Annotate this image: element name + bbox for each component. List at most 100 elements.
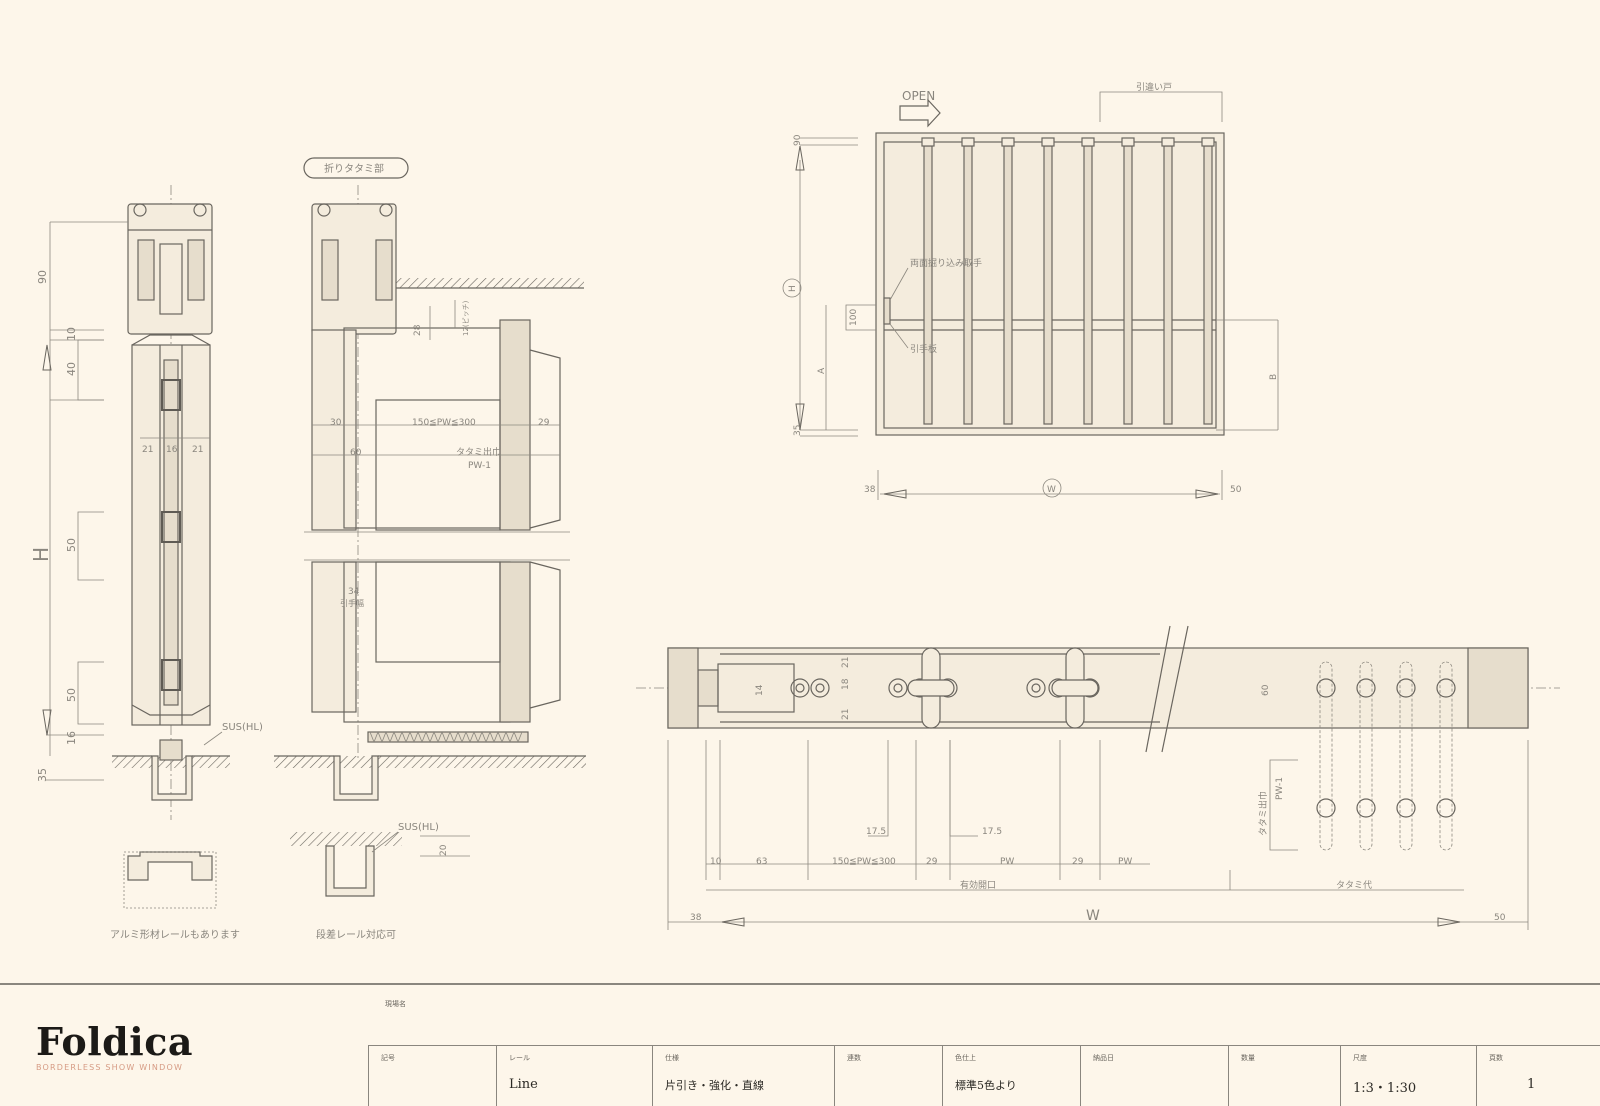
elev-bottom-50: 50 <box>1230 485 1242 495</box>
title-divider <box>368 1045 1600 1046</box>
dim-60: 60 <box>350 448 362 458</box>
dim-34: 34 <box>348 587 360 597</box>
chain-29b: 29 <box>1072 857 1084 867</box>
stack-roller <box>1396 798 1416 818</box>
dim-pw-range: 150≦PW≦300 <box>412 418 476 428</box>
roller <box>1026 678 1046 698</box>
cell-spec: 仕様 片引き・強化・直線 <box>652 1045 833 1106</box>
plan-overall-50: 50 <box>1494 913 1506 923</box>
cell-symbol: 記号 <box>368 1045 495 1106</box>
pull-label: 引手板 <box>910 343 937 355</box>
technical-drawing: 90 10 40 50 50 16 35 H 21 16 21 SUS(HL) … <box>29 81 1560 941</box>
fold-width-label: タタミ出巾 <box>456 446 501 458</box>
roller <box>810 678 830 698</box>
dim-30: 30 <box>330 418 342 428</box>
elev-bottom-38: 38 <box>864 485 876 495</box>
rail-caption-2: 段差レール対応可 <box>316 928 396 941</box>
mullion <box>1123 145 1133 425</box>
left-section-dim-labels: 90 10 40 50 50 16 35 H 21 16 21 SUS(HL) <box>29 270 263 782</box>
brand-tagline: BORDERLESS SHOW WINDOW <box>36 1063 184 1072</box>
mullion <box>1163 145 1173 425</box>
dim-90: 90 <box>36 270 49 284</box>
plan-dim-21a: 21 <box>841 657 851 668</box>
dim-35: 35 <box>36 768 49 782</box>
roller <box>790 678 810 698</box>
cell-finish: 色仕上 標準5色より <box>942 1045 1079 1106</box>
mullion <box>1003 145 1013 425</box>
cell-rail-value: Line <box>509 1077 538 1092</box>
cell-quantity-head: 数量 <box>1241 1054 1255 1062</box>
dim-10: 10 <box>65 327 78 341</box>
folded-panel <box>1399 661 1413 851</box>
dim-16: 16 <box>65 731 78 745</box>
stack-roller <box>1316 798 1336 818</box>
sus-label-1: SUS(HL) <box>222 722 263 733</box>
brand-logo: Foldica <box>36 1019 193 1064</box>
pull-width: 引手幅 <box>340 598 364 608</box>
fold-section-middle: 折りタタミ部 28 12 <box>274 157 586 801</box>
handle-label: 両面掘り込み取手 <box>910 257 982 269</box>
front-elevation: OPEN 引違い戸 90 H 100 A 35 B 両面掘り込み取手 <box>782 81 1279 500</box>
cell-scale: 尺度 1:3・1:30 <box>1340 1045 1475 1106</box>
mullion-cap <box>1161 137 1175 147</box>
plan-overall-w: W <box>1086 908 1100 924</box>
roller-hub <box>815 683 825 693</box>
title-block: Foldica BORDERLESS SHOW WINDOW 現場名 記号 レー… <box>0 983 1600 1106</box>
plan-dim-14: 14 <box>755 684 765 696</box>
folded-panel <box>1319 661 1333 851</box>
cell-spec-value: 片引き・強化・直線 <box>665 1079 764 1092</box>
dim-16h: 16 <box>166 445 178 455</box>
chain-pw-b: PW <box>1118 857 1132 867</box>
cell-delivery-head: 納品日 <box>1093 1054 1114 1062</box>
mullion <box>963 145 973 425</box>
dim-28: 28 <box>413 324 423 336</box>
roller-hub <box>1031 683 1041 693</box>
stack-allowance: タタミ代 <box>1336 880 1372 891</box>
offset-17-5a: 17.5 <box>866 827 886 837</box>
stack-roller <box>1436 798 1456 818</box>
dim-50a: 50 <box>65 538 78 552</box>
cell-page-value: 1 <box>1527 1077 1536 1092</box>
rail-caption-1: アルミ形材レールもあります <box>110 928 240 941</box>
stack-roller <box>1436 678 1456 698</box>
open-label: OPEN <box>902 89 935 103</box>
dim-21a: 21 <box>142 445 153 455</box>
elev-dim-90: 90 <box>793 134 803 146</box>
cell-count-head: 連数 <box>847 1054 861 1062</box>
vertical-section-left <box>42 185 230 820</box>
chain-pw-a: PW <box>1000 857 1014 867</box>
chain-29a: 29 <box>926 857 938 867</box>
cell-rail-head: レール <box>509 1054 530 1062</box>
cell-delivery: 納品日 <box>1080 1045 1227 1106</box>
mullion-cap <box>1121 137 1135 147</box>
mullion-cap <box>961 137 975 147</box>
elev-dim-a: A <box>817 367 827 374</box>
stack-roller <box>1356 678 1376 698</box>
rail-dim-20: 20 <box>439 844 449 856</box>
plan-dim-60: 60 <box>1261 684 1271 696</box>
mullion-cap <box>1041 137 1055 147</box>
plan-fold-width: タタミ出巾 <box>1257 791 1269 836</box>
elev-dim-100: 100 <box>849 309 859 326</box>
mullion <box>1043 145 1053 425</box>
cell-quantity: 数量 <box>1228 1045 1339 1106</box>
dim-pitch: 12(ピッチ) <box>462 300 470 336</box>
dim-40: 40 <box>65 362 78 376</box>
dim-29: 29 <box>538 418 550 428</box>
cell-page-head: 頁数 <box>1489 1054 1503 1062</box>
pw-minus-1: PW-1 <box>468 461 491 471</box>
top-bracket-label: 引違い戸 <box>1136 81 1172 93</box>
roller-hub <box>893 683 903 693</box>
chain-63: 63 <box>756 857 767 867</box>
cell-spec-head: 仕様 <box>665 1054 679 1062</box>
plan-dim-18: 18 <box>841 678 851 690</box>
cell-scale-value: 1:3・1:30 <box>1353 1081 1417 1096</box>
fold-tag: 折りタタミ部 <box>324 162 384 175</box>
plan-section: 14 21 18 21 60 10 63 150≦PW≦300 29 PW 29… <box>636 625 1560 930</box>
roller <box>888 678 908 698</box>
cell-finish-value: 標準5色より <box>955 1079 1017 1092</box>
offset-17-5b: 17.5 <box>982 827 1002 837</box>
cell-page: 頁数 1 <box>1476 1045 1599 1106</box>
mullion-cap <box>1081 137 1095 147</box>
height-label: H <box>29 547 53 562</box>
